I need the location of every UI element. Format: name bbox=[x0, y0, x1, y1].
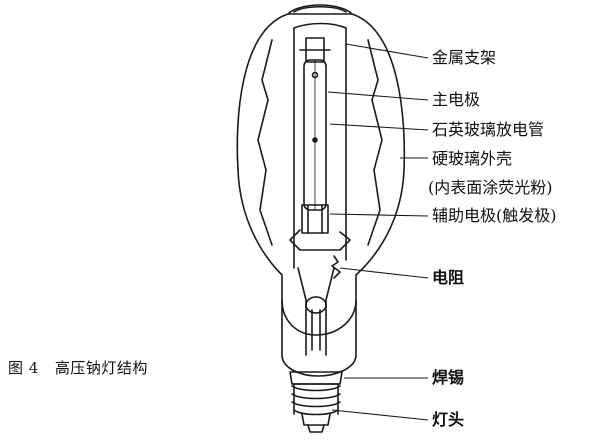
label-inner-coating: (内表面涂荧光粉) bbox=[428, 178, 553, 197]
auxiliary-electrode bbox=[289, 229, 351, 251]
label-hard-glass-shell: 硬玻璃外壳 bbox=[432, 149, 513, 168]
label-solder: 焊锡 bbox=[432, 368, 465, 387]
top-hook bbox=[287, 4, 353, 15]
figure-title: 高压钠灯结构 bbox=[54, 359, 148, 377]
leader-main-electrode bbox=[327, 91, 429, 101]
outer-glass-bulb bbox=[236, 13, 406, 377]
label-aux-electrode: 辅助电极(触发极) bbox=[432, 206, 557, 225]
leader-metal-support bbox=[345, 43, 429, 59]
leader-aux-electrode bbox=[329, 213, 429, 217]
lamp-cap-screw bbox=[291, 383, 341, 433]
solder-band bbox=[289, 371, 343, 385]
label-metal-support: 金属支架 bbox=[432, 48, 497, 67]
glass-stem bbox=[297, 267, 335, 356]
label-main-electrode: 主电极 bbox=[432, 90, 481, 109]
figure-number: 图 4 bbox=[8, 359, 39, 377]
resistor bbox=[331, 255, 341, 279]
leader-resistor bbox=[339, 267, 429, 279]
leader-quartz-tube bbox=[329, 123, 429, 131]
figure-caption: 图 4 高压钠灯结构 bbox=[8, 357, 164, 378]
label-quartz-tube: 石英玻璃放电管 bbox=[432, 120, 545, 139]
leader-lamp-cap bbox=[331, 409, 429, 421]
label-resistor: 电阻 bbox=[432, 268, 465, 287]
label-lamp-cap: 灯头 bbox=[432, 410, 465, 429]
phosphor-coating-line bbox=[257, 39, 273, 246]
